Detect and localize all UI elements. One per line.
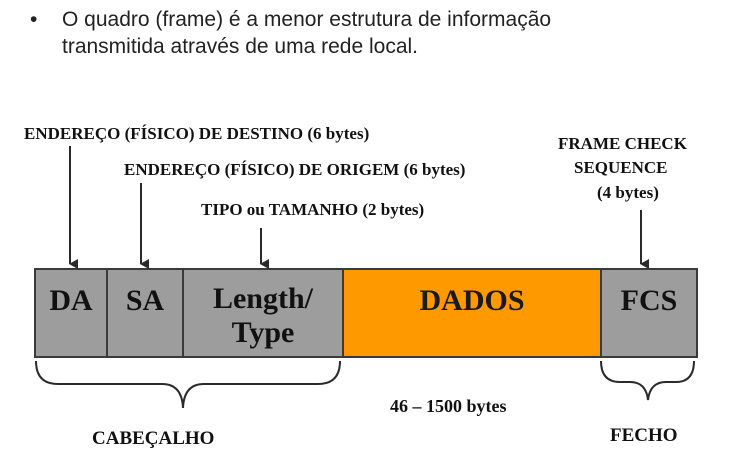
label-source-address: ENDEREÇO (FÍSICO) DE ORIGEM (6 bytes) bbox=[124, 160, 466, 179]
field-fcs-label: FCS bbox=[620, 284, 678, 317]
field-da: DA bbox=[36, 270, 108, 356]
field-length-type-label-line2: Type bbox=[231, 316, 295, 349]
field-dados-label: DADOS bbox=[419, 284, 525, 317]
field-sa-label: SA bbox=[125, 284, 165, 317]
label-data-size: 46 – 1500 bytes bbox=[390, 396, 507, 416]
label-destination-address: ENDEREÇO (FÍSICO) DE DESTINO (6 bytes) bbox=[24, 124, 370, 143]
label-fcs-line2: SEQUENCE bbox=[574, 158, 668, 177]
bullet-text-line1: O quadro (frame) é a menor estrutura de … bbox=[62, 8, 552, 31]
bullet-text-line2: transmitida através de uma rede local. bbox=[62, 35, 419, 58]
field-length-type: Length/ Type bbox=[184, 270, 344, 356]
label-header: CABEÇALHO bbox=[92, 428, 215, 449]
bullet-text: O quadro (frame) é a menor estrutura de … bbox=[62, 6, 702, 60]
field-sa: SA bbox=[108, 270, 184, 356]
brace-header bbox=[35, 360, 341, 409]
label-fcs-line3: (4 bytes) bbox=[597, 183, 659, 202]
label-trailer: FECHO bbox=[610, 425, 678, 446]
label-type-length: TIPO ou TAMANHO (2 bytes) bbox=[201, 200, 425, 219]
ethernet-frame: DA SA Length/ Type DADOS FCS bbox=[34, 268, 698, 358]
label-fcs-line1: FRAME CHECK bbox=[558, 134, 687, 153]
field-da-label: DA bbox=[49, 284, 93, 317]
brace-trailer bbox=[600, 360, 695, 401]
field-length-type-label-line1: Length/ bbox=[212, 282, 314, 315]
field-fcs: FCS bbox=[602, 270, 696, 356]
field-dados: DADOS bbox=[344, 270, 602, 356]
bullet-symbol: • bbox=[30, 8, 38, 31]
